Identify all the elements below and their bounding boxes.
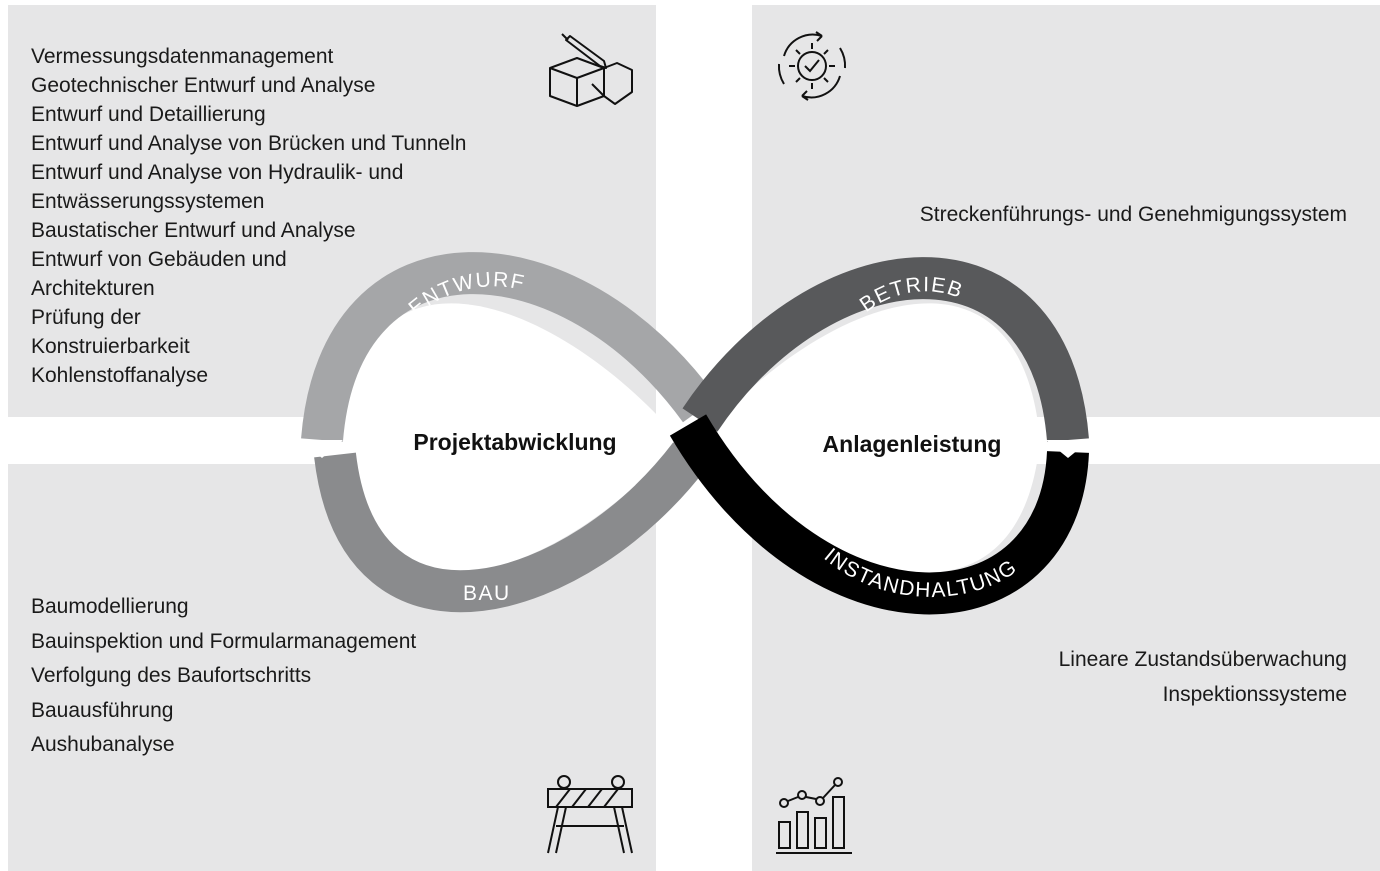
right-loop-interior <box>700 303 1040 573</box>
maintenance-arc <box>669 414 1089 615</box>
design-arc <box>301 252 718 442</box>
design-item: Baustatischer Entwurf und Analyse <box>31 219 356 242</box>
operation-item: Streckenführungs- und Genehmigungssystem <box>919 203 1347 226</box>
design-item: Geotechnischer Entwurf und Analyse <box>31 74 376 97</box>
design-item: Prüfung der <box>31 306 141 329</box>
construction-item: Baumodellierung <box>31 595 189 618</box>
operation-arc <box>682 257 1089 442</box>
gear-cycle-check-icon <box>777 31 847 101</box>
design-list: Vermessungsdatenmanagement Geotechnische… <box>31 42 571 390</box>
design-item: Entwurf und Detaillierung <box>31 103 266 126</box>
design-item: Kohlenstoffanalyse <box>31 364 209 387</box>
construction-item: Bauausführung <box>31 698 174 722</box>
phase-label-construction: BAU <box>463 582 511 605</box>
asset-performance-label: Anlagenleistung <box>823 431 1002 457</box>
design-item: Architekturen <box>31 277 155 300</box>
construction-item: Bauinspektion und Formularmanagement <box>31 629 417 653</box>
construction-item: Aushubanalyse <box>31 733 175 756</box>
left-notch <box>300 440 343 458</box>
construction-barrier-icon <box>547 775 633 854</box>
construction-item: Verfolgung des Baufortschritts <box>31 664 312 687</box>
design-item: Entwässerungssystemen <box>31 190 265 213</box>
maintenance-item: Inspektionssysteme <box>1162 682 1347 706</box>
design-item: Vermessungsdatenmanagement <box>31 45 334 68</box>
maintenance-item: Lineare Zustandsüberwachung <box>1058 648 1347 671</box>
construction-list: Baumodellierung Bauinspektion und Formul… <box>31 590 571 763</box>
design-item: Entwurf und Analyse von Brücken und Tunn… <box>31 132 467 155</box>
maintenance-list: Lineare Zustandsüberwachung Inspektionss… <box>1059 643 1347 712</box>
left-loop-interior <box>340 303 680 573</box>
construction-arc <box>314 442 707 613</box>
operation-list: Streckenführungs- und Genehmigungssystem <box>920 200 1347 229</box>
bar-chart-trend-icon <box>776 777 852 854</box>
design-item: Entwurf und Analyse von Hydraulik- und <box>31 161 404 184</box>
project-delivery-label: Projektabwicklung <box>413 429 616 455</box>
right-notch <box>1046 440 1090 458</box>
design-item: Entwurf von Gebäuden und <box>31 248 287 271</box>
cube-pencil-icon <box>549 33 633 107</box>
design-item: Konstruierbarkeit <box>31 335 190 358</box>
